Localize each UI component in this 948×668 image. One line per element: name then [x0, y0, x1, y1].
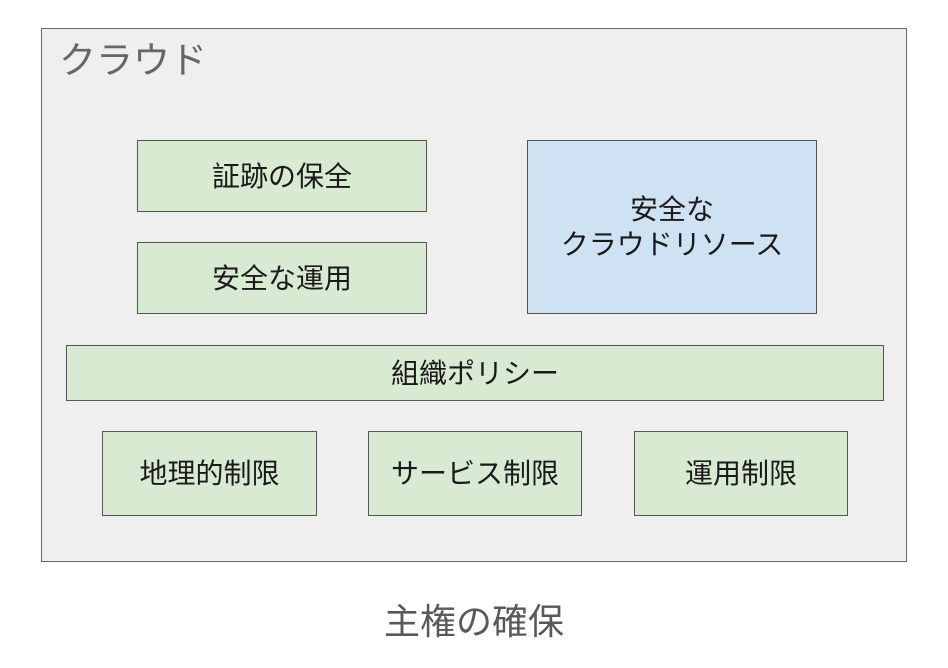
secure-cloud-resources-label-line1: 安全な: [629, 193, 714, 226]
org-policy-label: 組織ポリシー: [390, 356, 559, 390]
org-policy-box: 組織ポリシー: [66, 345, 884, 401]
ops-restriction-box: 運用制限: [634, 431, 848, 516]
cloud-title: クラウド: [59, 39, 207, 82]
geo-restriction-box: 地理的制限: [102, 431, 317, 516]
secure-operations-box: 安全な運用: [137, 242, 427, 314]
service-restriction-label: サービス制限: [390, 457, 559, 490]
secure-cloud-resources-box: 安全な クラウドリソース: [527, 140, 817, 314]
evidence-preservation-label: 証跡の保全: [211, 159, 352, 193]
evidence-preservation-box: 証跡の保全: [137, 140, 427, 212]
ops-restriction-label: 運用制限: [684, 457, 797, 490]
diagram-caption: 主権の確保: [383, 602, 564, 643]
geo-restriction-label: 地理的制限: [139, 457, 280, 490]
service-restriction-box: サービス制限: [368, 431, 582, 516]
secure-operations-label: 安全な運用: [211, 261, 352, 295]
secure-cloud-resources-label-line2: クラウドリソース: [560, 228, 784, 261]
